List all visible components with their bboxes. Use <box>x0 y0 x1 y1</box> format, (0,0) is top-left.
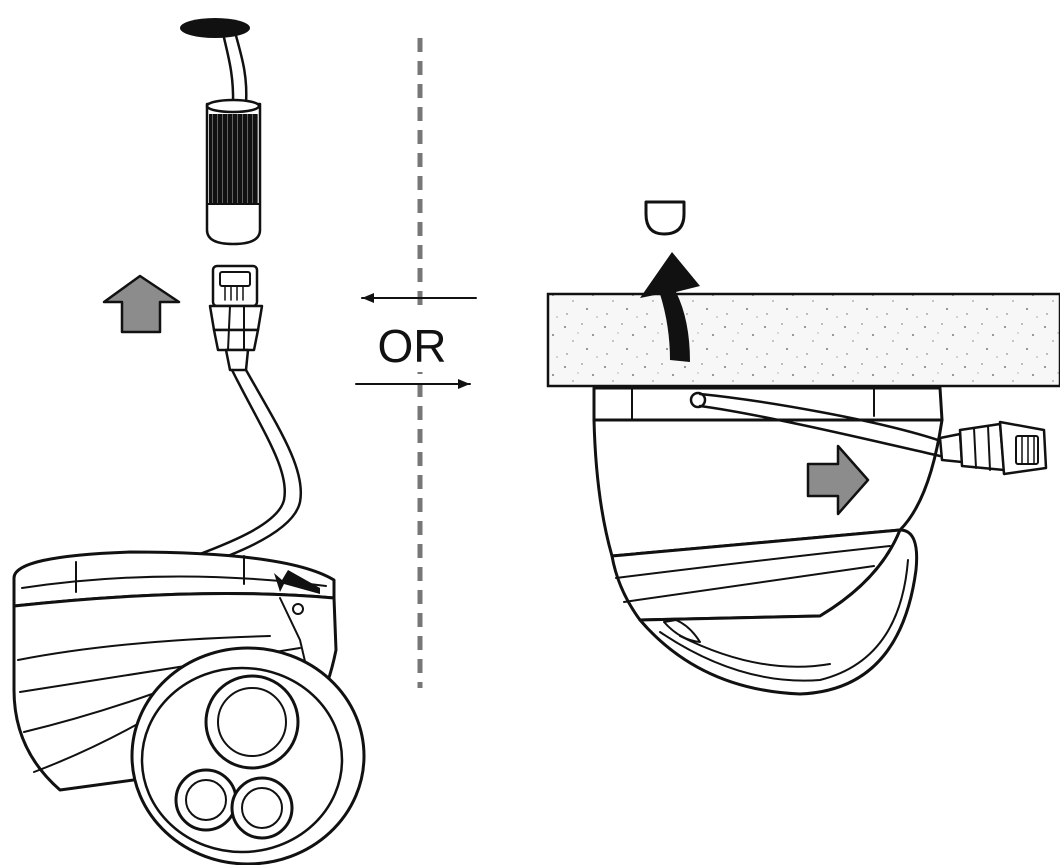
mounted-dome-camera-icon <box>592 386 944 696</box>
left-installation-option <box>12 18 366 865</box>
or-label: OR <box>378 320 447 372</box>
option-divider: OR <box>355 38 477 688</box>
brand-logo <box>274 570 320 594</box>
ceiling-hole <box>180 18 250 38</box>
lift-arrow-icon <box>102 274 181 334</box>
arrow-left-icon <box>362 293 374 303</box>
rotate-arrow-icon <box>644 200 686 236</box>
curved-up-arrow-icon <box>640 252 700 362</box>
side-rj45-plug-icon <box>938 420 1048 476</box>
push-arrow-icon <box>806 444 870 516</box>
side-cable <box>698 392 946 444</box>
ceiling-slab <box>546 292 1060 388</box>
dome-camera-icon <box>12 550 366 865</box>
upper-cable <box>220 26 235 106</box>
lower-cable <box>182 368 287 562</box>
arrow-right-icon <box>458 379 470 389</box>
right-installation-option <box>546 200 1060 696</box>
rj45-plug-icon <box>208 264 264 372</box>
waterproof-cap-icon <box>205 98 262 246</box>
